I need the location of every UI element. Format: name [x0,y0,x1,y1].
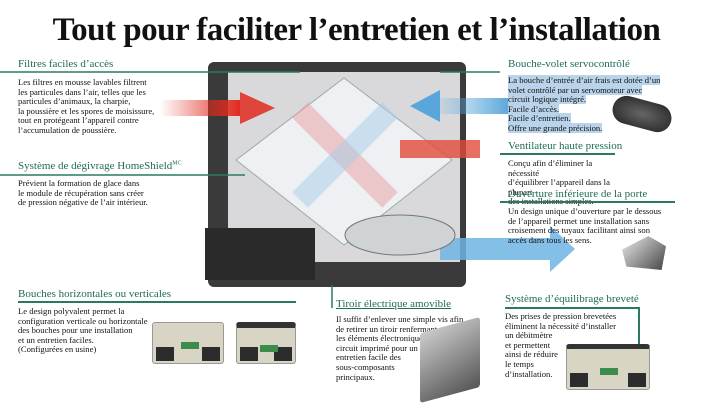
text-line: croisement des tuyaux facilitant ainsi s… [508,225,650,236]
section-heading: Filtres faciles d’accès [18,58,114,70]
page-title: Tout pour faciliter l’entretien et l’ins… [52,12,661,48]
section-ports: Bouches horizontales ou verticales Le de… [18,288,296,355]
text-line: Il suffit d’enlever une simple vis afin [336,314,464,324]
unit-horizontal-ports-image [152,322,224,364]
text-line: configuration verticale ou horizontale [18,315,148,326]
text-line: les éléments électroniques sur [336,333,439,344]
text-line: éliminent la nécessité d’installer [505,320,616,331]
text-line: Facile d’accès. [508,103,560,114]
text-line: de l’appareil permet une installation sa… [508,215,650,226]
warm-air-arrow-out [400,140,480,158]
text-line: le module de récupération sans créer [18,187,144,198]
electrical-drawer [205,228,315,280]
text-line: l’accumulation de poussière. [18,124,117,135]
text-line: Des prises de pression brevetées [505,311,617,321]
fan-blower [344,214,456,256]
text-line: Conçu afin d’éliminer la nécessité [508,158,593,178]
section-heading: Bouche-volet servocontrôlé [508,58,630,70]
text-line: (Configurées en usine) [18,344,97,355]
text-line: le temps [505,358,534,369]
text-line: La bouche d’entrée d’air frais est dotée… [508,75,661,85]
section-balance: Système d’équilibrage breveté Des prises… [505,293,640,380]
text-line: principaux. [336,371,375,382]
text-line: de pression négative de l’air intérieur. [18,197,148,208]
section-heading: Bouches horizontales ou verticales [18,288,296,303]
warm-air-arrow-in [160,100,240,116]
text-line: ainsi de réduire [505,349,558,360]
text-line: Les filtres en mousse lavables filtrent [18,77,147,87]
text-line: Offre une grande précision. [508,122,603,133]
text-line: Prévient la formation de glace dans [18,178,140,188]
section-heading: Tiroir électrique amovible [336,298,452,310]
text-line: Un design unique d’ouverture par le dess… [508,206,662,216]
text-line: particules d’animaux, la charpie, [18,96,131,107]
section-door: Ouverture inférieure de la porte Un desi… [500,188,675,245]
text-line: entretien facile des [336,352,401,363]
text-line: de retirer un tiroir renfermant [336,323,438,334]
balancing-unit-image [566,344,650,390]
section-defrost: Système de dégivrage HomeShieldMC Prévie… [18,160,182,208]
text-line: des bouches pour une installation [18,325,133,336]
text-line: circuit imprimé pour un [336,342,418,353]
section-heading: Système de dégivrage HomeShieldMC [18,160,182,173]
trademark-sup: MC [172,160,182,167]
text-line: volet contrôlé par un servomoteur avec [508,84,643,95]
section-heading: Système d’équilibrage breveté [505,293,639,305]
section-drawer: Tiroir électrique amovible Il suffit d’e… [336,298,463,382]
text-line: les particules dans l’air, telles que le… [18,86,146,97]
text-line: sous-composants [336,361,395,372]
text-line: un débitmètre [505,330,553,341]
section-damper: Bouche-volet servocontrôlé La bouche d’e… [500,58,661,134]
text-line: et un entretien faciles. [18,334,94,345]
text-line: circuit logique intégré. [508,94,587,105]
text-line: tout en protégeant l’appareil contre [18,115,139,126]
text-line: accès dans tous les sens. [508,234,592,245]
text-line: Le design polyvalent permet la [18,306,125,316]
text-line: d’équilibrer l’appareil dans la plupart [508,177,610,197]
cold-air-arrow-in [430,98,510,114]
heading-text: Système de dégivrage HomeShield [18,160,173,172]
section-filters: Filtres faciles d’accès Les filtres en m… [18,58,154,136]
text-line: la poussière et les spores de moisissure… [18,105,155,116]
text-line: et permettent [505,339,551,350]
section-heading: Ventilateur haute pression [500,140,622,155]
text-line: Facile d’entretien. [508,113,571,124]
section-heading: Ouverture inférieure de la porte [500,188,675,203]
text-line: d’installation. [505,368,553,379]
cold-air-arrow-out [440,238,550,260]
unit-vertical-ports-image [236,322,296,364]
